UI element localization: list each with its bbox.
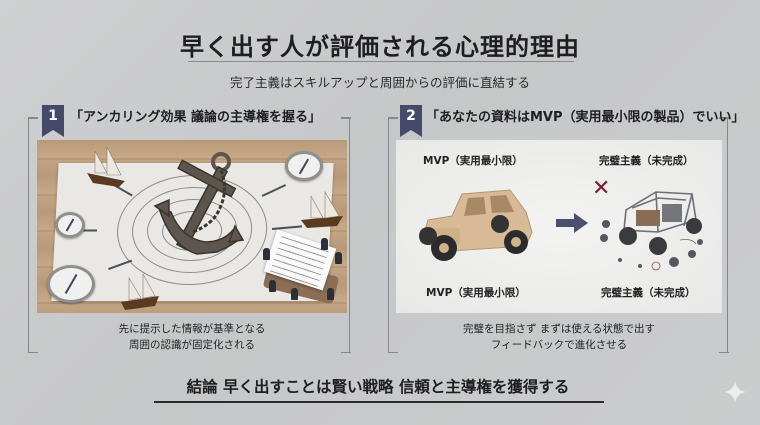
person-icon — [321, 238, 328, 250]
sparkle-icon — [724, 381, 746, 403]
page-subtitle: 完了主義はスキルアップと周囲からの評価に直結する — [229, 75, 530, 90]
mvp-caption-bottom: MVP（実用最小限） — [426, 287, 526, 299]
sailing-ship-icon — [301, 190, 343, 228]
section-2-frame — [387, 117, 729, 353]
unfinished-car-frame-icon — [600, 191, 703, 271]
conclusion-underline — [154, 401, 604, 403]
frame-corner — [27, 351, 38, 353]
x-mark-icon: ✕ — [592, 176, 611, 201]
title-divider — [188, 61, 574, 62]
person-icon — [269, 280, 276, 292]
perfectionism-caption-top: 完璧主義（未完成） — [599, 155, 694, 167]
person-icon — [291, 288, 298, 300]
anchoring-illustration — [37, 140, 347, 313]
section-2-description: 完璧を目指さず まずは使える状態で出す フィードバックで進化させる — [396, 321, 722, 353]
section-2-heading: 「あなたの資料はMVP（実用最小限の製品）でいい」 — [426, 110, 745, 125]
frame-corner — [340, 351, 351, 353]
section-1-frame — [27, 117, 351, 353]
conclusion-text: 結論 早く出すことは賢い戦略 信頼と主導権を獲得する — [186, 378, 570, 396]
person-icon — [327, 288, 334, 300]
frame-corner — [387, 351, 398, 353]
mvp-caption-top: MVP（実用最小限） — [423, 155, 523, 167]
right-arrow-icon — [556, 213, 588, 233]
wooden-toy-car-icon — [419, 189, 533, 261]
frame-corner — [718, 117, 729, 119]
frame-corner — [27, 117, 38, 119]
description-line: 先に提示した情報が基準となる — [118, 323, 266, 335]
frame-corner — [340, 117, 351, 119]
page-title: 早く出す人が評価される心理的理由 — [180, 33, 580, 61]
sailing-ship-icon — [87, 146, 125, 187]
section-1-heading: 「アンカリング効果 議論の主導権を握る」 — [70, 110, 322, 125]
compass-icon — [285, 151, 323, 181]
section-1-badge: 1 — [42, 105, 64, 137]
frame-corner — [718, 351, 729, 353]
description-line: 周囲の認識が固定化される — [129, 339, 255, 351]
sailing-ship-icon — [121, 273, 159, 310]
section-1-description: 先に提示した情報が基準となる 周囲の認識が固定化される — [37, 321, 347, 353]
section-2-badge: 2 — [400, 105, 422, 137]
description-line: フィードバックで進化させる — [490, 339, 628, 351]
mvp-illustration: MVP（実用最小限） 完璧主義（未完成） ✕ — [396, 140, 722, 313]
perfectionism-caption-bottom: 完璧主義（未完成） — [601, 287, 696, 299]
person-icon — [335, 252, 342, 264]
anchor-icon — [153, 152, 245, 255]
description-line: 完璧を目指さず まずは使える状態で出す — [462, 323, 656, 335]
compass-icon — [47, 265, 95, 303]
person-icon — [263, 248, 270, 260]
frame-corner — [387, 117, 398, 119]
compass-icon — [55, 212, 85, 238]
